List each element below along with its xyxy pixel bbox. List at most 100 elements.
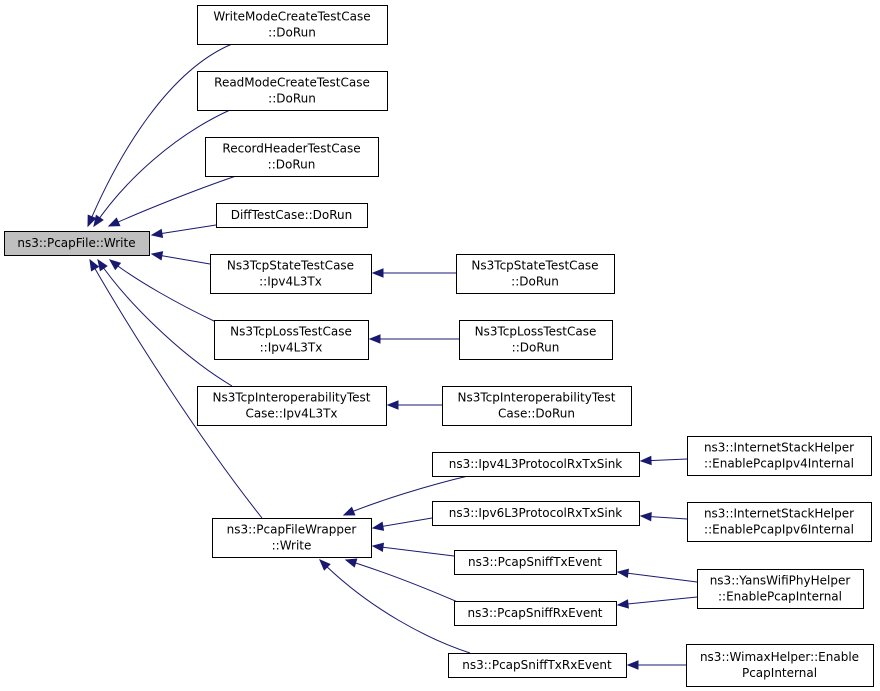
- node-label: ns3::PcapSniffTxEvent: [468, 555, 602, 569]
- node-label: WriteModeCreateTestCase: [213, 10, 370, 24]
- arrowhead-icon: [108, 259, 122, 271]
- node-sniffrx[interactable]: ns3::PcapSniffRxEvent: [454, 601, 617, 626]
- node-tcploss-dorun[interactable]: Ns3TcpLossTestCase::DoRun: [459, 320, 613, 360]
- edge-snifftx-to-wrapper_write: [371, 542, 455, 557]
- node-box: [212, 518, 372, 558]
- edge-line: [617, 571, 698, 583]
- node-inet-ipv4[interactable]: ns3::InternetStackHelper::EnablePcapIpv4…: [687, 436, 872, 476]
- edge-line: [372, 545, 455, 557]
- node-label: ns3::InternetStackHelper: [704, 507, 854, 521]
- edge-line: [617, 596, 698, 606]
- node-ipv4sink[interactable]: ns3::Ipv4L3ProtocolRxTxSink: [432, 452, 640, 477]
- node-box: [687, 436, 872, 476]
- node-label: ::EnablePcapInternal: [718, 590, 842, 604]
- edge-inet_ipv6-to-ipv6sink: [639, 511, 688, 522]
- edge-tcpinterop_ipv4-to-pcapfile_write: [97, 258, 233, 387]
- edge-line: [343, 475, 469, 516]
- node-writemode[interactable]: WriteModeCreateTestCase::DoRun: [197, 5, 388, 45]
- node-tcploss-ipv4[interactable]: Ns3TcpLossTestCase::Ipv4L3Tx: [214, 320, 369, 360]
- node-tcpstate-ipv4[interactable]: Ns3TcpStateTestCase::Ipv4L3Tx: [210, 254, 372, 294]
- edge-ipv6sink-to-wrapper_write: [371, 517, 433, 531]
- edge-difftest-to-pcapfile_write: [150, 224, 217, 239]
- node-label: DiffTestCase::DoRun: [231, 208, 353, 222]
- edge-recordheader-to-pcapfile_write: [107, 175, 237, 227]
- arrowhead-icon: [150, 228, 164, 239]
- node-label: Case::Ipv4L3Tx: [245, 407, 337, 421]
- node-label: Ns3TcpInteroperabilityTest: [458, 391, 616, 405]
- node-pcapfile-write[interactable]: ns3::PcapFile::Write: [4, 231, 150, 256]
- node-box: [210, 254, 372, 294]
- node-box: [432, 501, 640, 526]
- nodes-layer: ns3::PcapFile::Write WriteModeCreateTestC…: [4, 5, 874, 687]
- edge-wimax-to-snifftxrx: [626, 660, 686, 670]
- node-label: ::EnablePcapIpv4Internal: [704, 457, 854, 471]
- arrowhead-icon: [97, 258, 108, 272]
- edges-layer: [87, 43, 698, 670]
- node-label: RecordHeaderTestCase: [222, 142, 360, 156]
- arrowhead-icon: [93, 214, 104, 228]
- node-label: Case::DoRun: [498, 407, 575, 421]
- node-label: ::Ipv4L3Tx: [259, 275, 322, 289]
- node-label: Ns3TcpLossTestCase: [230, 325, 352, 339]
- node-label: ns3::InternetStackHelper: [704, 441, 854, 455]
- node-yans[interactable]: ns3::YansWifiPhyHelper::EnablePcapIntern…: [697, 569, 864, 609]
- arrowhead-icon: [89, 258, 100, 272]
- node-label: ::DoRun: [268, 158, 316, 172]
- arrowhead-icon: [87, 214, 97, 228]
- arrowhead-icon: [344, 558, 358, 568]
- node-label: ::DoRun: [512, 341, 560, 355]
- node-box: [197, 71, 388, 111]
- edge-tcploss_dorun-to-tcploss_ipv4: [368, 334, 459, 344]
- arrowhead-icon: [639, 511, 652, 522]
- node-snifftxrx[interactable]: ns3::PcapSniffTxRxEvent: [448, 653, 627, 678]
- node-box: [686, 644, 874, 687]
- arrowhead-icon: [371, 521, 385, 531]
- node-box: [454, 601, 617, 626]
- node-label: ::DoRun: [268, 26, 316, 40]
- node-box: [205, 137, 379, 177]
- node-snifftx[interactable]: ns3::PcapSniffTxEvent: [454, 550, 617, 575]
- node-box: [4, 231, 150, 256]
- arrowhead-icon: [371, 268, 384, 278]
- edge-line: [97, 259, 233, 387]
- node-label: ns3::Ipv4L3ProtocolRxTxSink: [449, 457, 623, 471]
- node-label: Ns3TcpInteroperabilityTest: [213, 391, 371, 405]
- node-label: ::Ipv4L3Tx: [260, 341, 323, 355]
- arrowhead-icon: [616, 568, 630, 579]
- node-label: ReadModeCreateTestCase: [214, 76, 370, 90]
- node-box: [697, 569, 864, 609]
- edge-line: [151, 224, 217, 236]
- node-readmode[interactable]: ReadModeCreateTestCase::DoRun: [197, 71, 388, 111]
- edge-line: [109, 259, 217, 323]
- edge-line: [93, 109, 231, 227]
- node-box: [459, 320, 613, 360]
- node-label: ns3::YansWifiPhyHelper: [710, 574, 851, 588]
- node-wrapper-write[interactable]: ns3::PcapFileWrapper::Write: [212, 518, 372, 558]
- arrowhead-icon: [368, 334, 381, 344]
- node-ipv6sink[interactable]: ns3::Ipv6L3ProtocolRxTxSink: [432, 501, 640, 526]
- arrowhead-icon: [319, 559, 331, 571]
- node-inet-ipv6[interactable]: ns3::InternetStackHelper::EnablePcapIpv6…: [687, 502, 872, 542]
- node-wimax[interactable]: ns3::WimaxHelper::EnablePcapInternal: [686, 644, 874, 687]
- node-recordheader[interactable]: RecordHeaderTestCase::DoRun: [205, 137, 379, 177]
- arrowhead-icon: [386, 400, 399, 410]
- node-label: ns3::Ipv6L3ProtocolRxTxSink: [449, 506, 623, 520]
- edge-writemode-to-pcapfile_write: [87, 43, 233, 228]
- edge-sniffrx-to-wrapper_write: [344, 558, 461, 604]
- node-box: [456, 254, 615, 294]
- node-label: ::DoRun: [511, 275, 559, 289]
- edge-tcpinterop_dorun-to-tcpinterop_ipv4: [386, 400, 442, 410]
- node-label: Ns3TcpStateTestCase: [471, 259, 598, 273]
- edge-yans-to-sniffrx: [616, 596, 698, 609]
- edge-line: [319, 559, 471, 654]
- edge-line: [345, 559, 461, 604]
- node-label: ::EnablePcapIpv6Internal: [704, 523, 854, 537]
- arrowhead-icon: [626, 660, 639, 670]
- node-tcpstate-dorun[interactable]: Ns3TcpStateTestCase::DoRun: [456, 254, 615, 294]
- node-difftest[interactable]: DiffTestCase::DoRun: [216, 203, 368, 228]
- node-label: ns3::PcapFileWrapper: [227, 523, 357, 537]
- edge-inet_ipv4-to-ipv4sink: [639, 455, 688, 466]
